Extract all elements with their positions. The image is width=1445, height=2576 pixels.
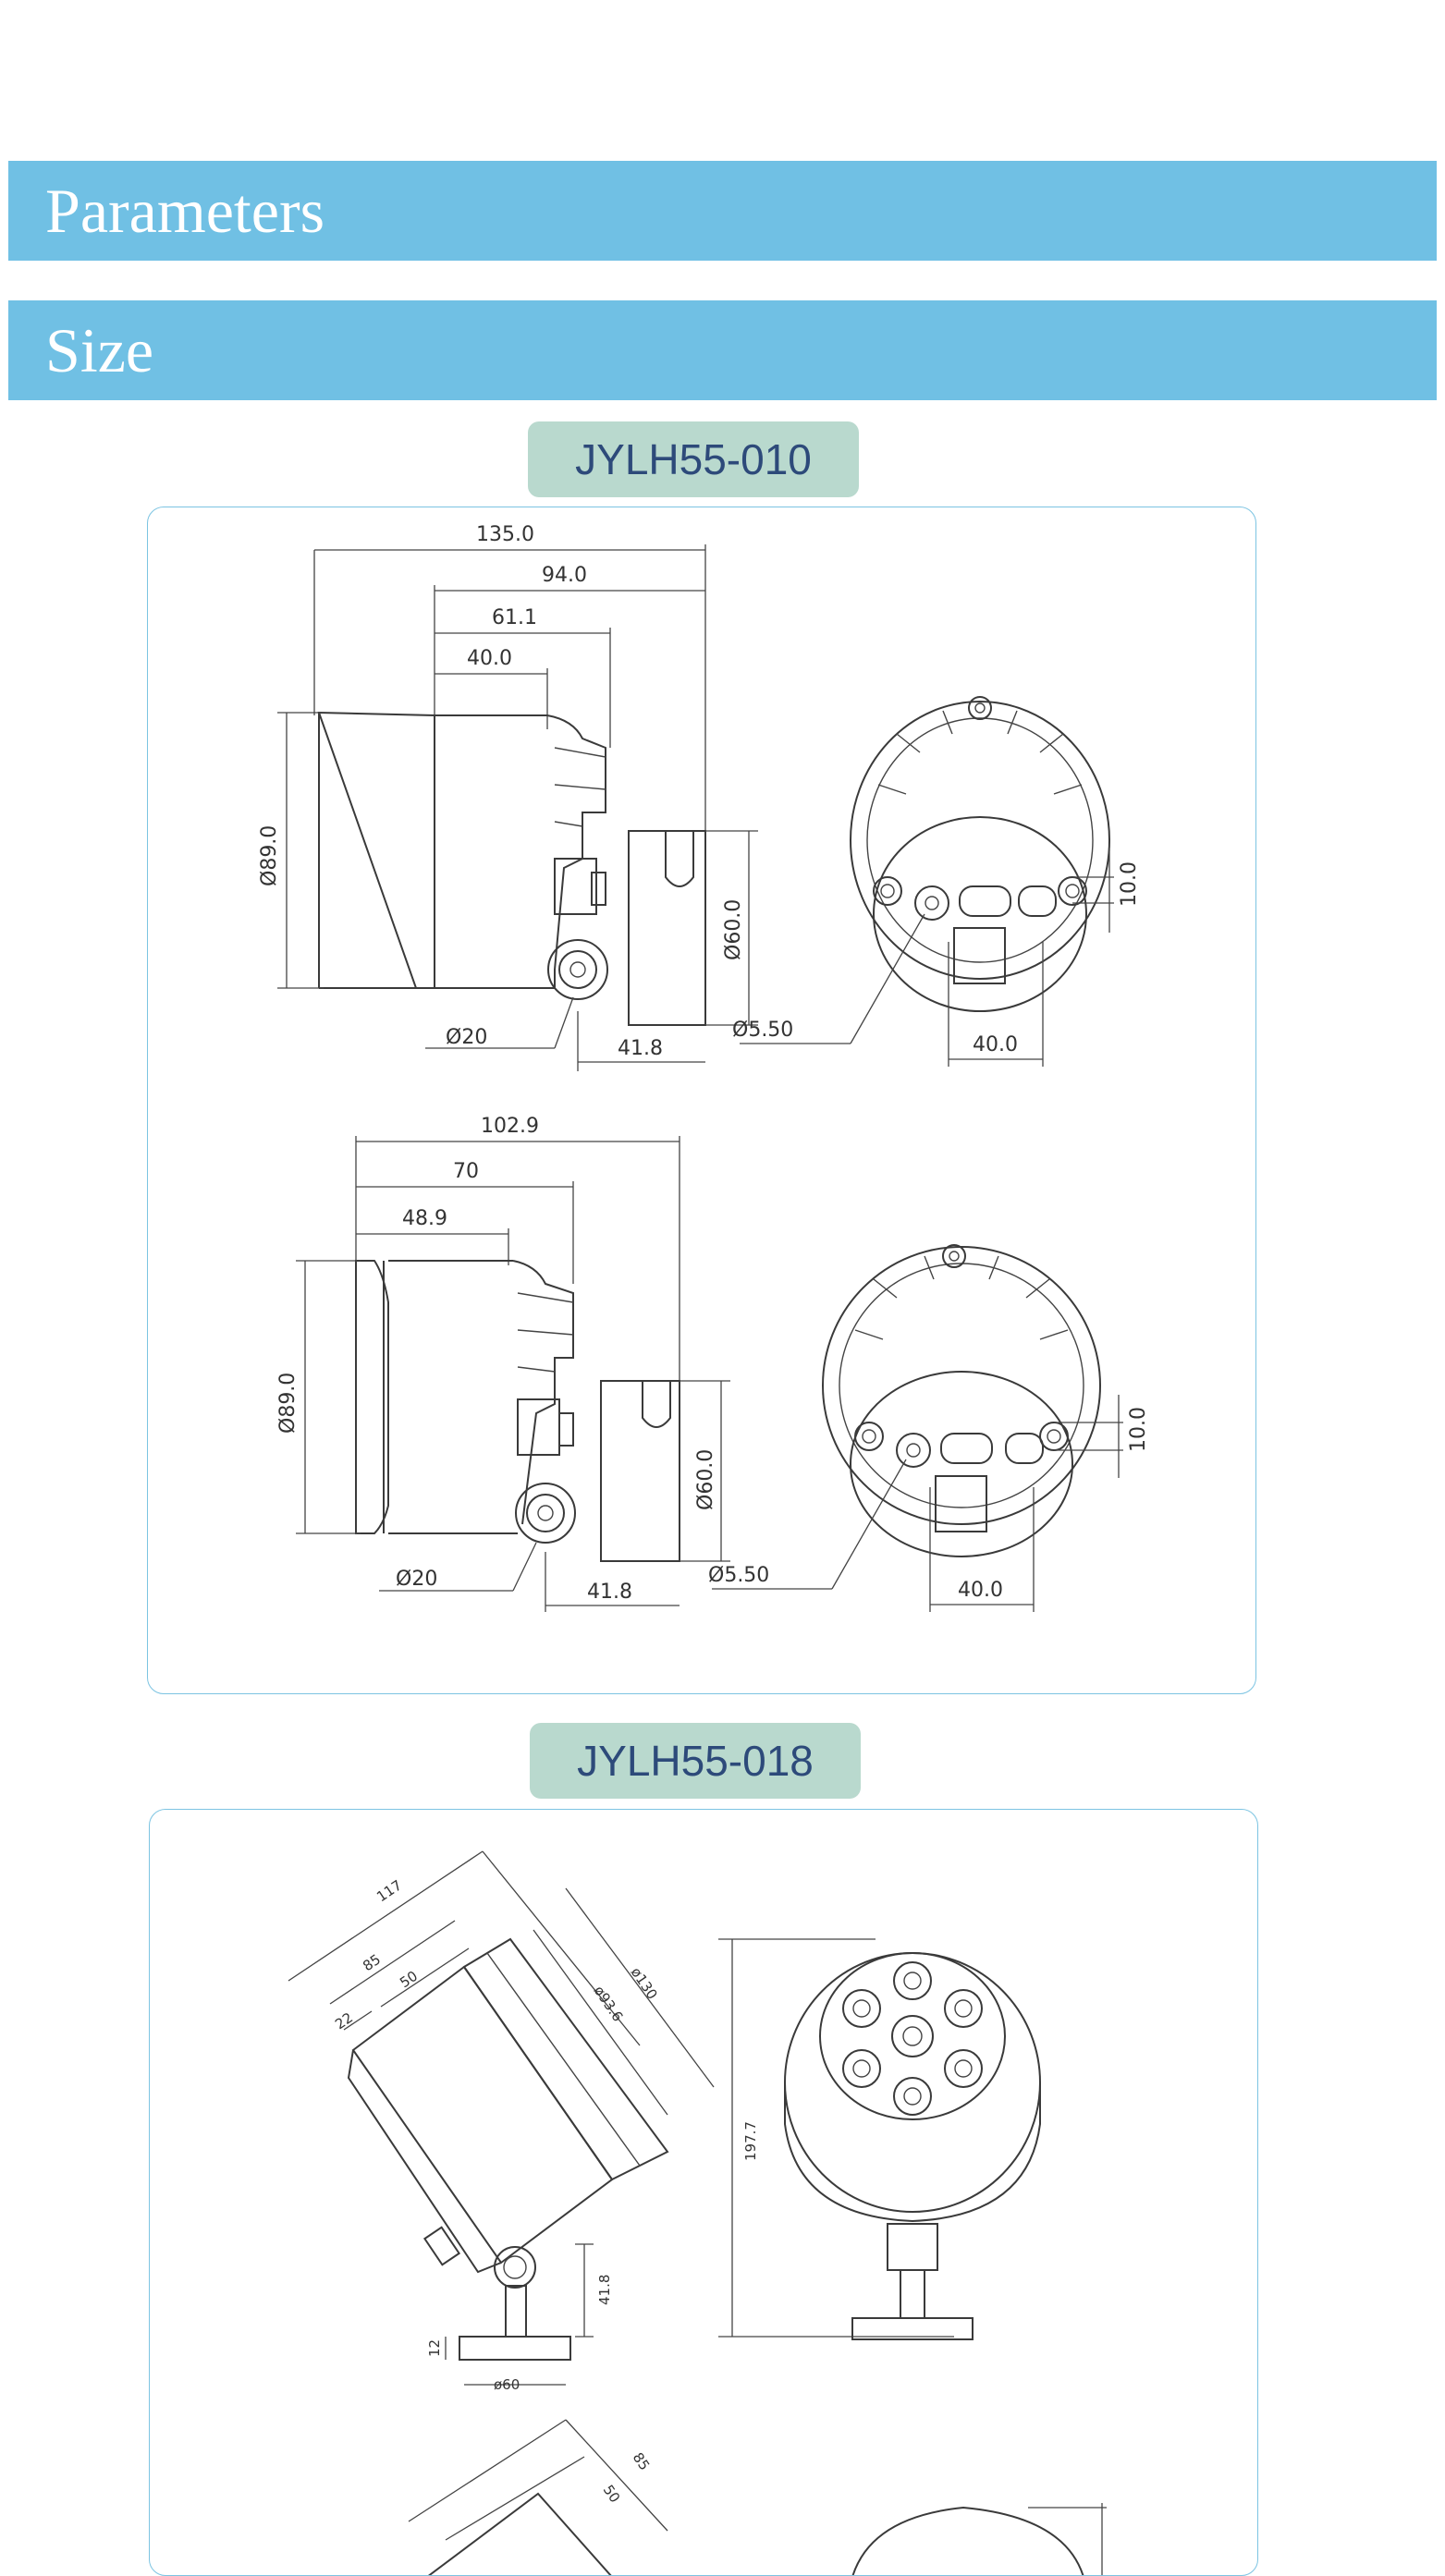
technical-drawing-jylh55-018: 117 85 50 22 ø130 ø93.6 41.8 12	[288, 1850, 1107, 2575]
dim-85-b: 85	[630, 2449, 654, 2473]
dim-117: 117	[373, 1876, 405, 1905]
dim-d130: ø130	[628, 1964, 661, 2002]
dim-61-1: 61.1	[492, 606, 537, 629]
dim-94: 94.0	[542, 564, 587, 587]
dim-d60: ø60	[494, 2376, 520, 2393]
dim-hole-5-5: Ø5.50	[732, 1019, 793, 1042]
rear-view-1: 40.0 10.0 Ø5.50	[732, 696, 1141, 1067]
model-tag-jylh55-018: JYLH55-018	[530, 1723, 861, 1799]
dim-197-7: 197.7	[742, 2121, 759, 2161]
dim-12: 12	[426, 2339, 443, 2357]
side-view-1: 135.0 94.0 61.1 40.0 Ø89.0	[258, 523, 758, 1071]
model-tag-jylh55-010: JYLH55-010	[528, 421, 859, 497]
parameters-heading: Parameters	[8, 161, 1437, 261]
dim-d93-6: ø93.6	[591, 1983, 627, 2024]
dim-rear-width-40-b: 40.0	[958, 1579, 1003, 1602]
dim-22: 22	[332, 2009, 356, 2033]
drawing-frame-jylh55-018: 117 85 50 22 ø130 ø93.6 41.8 12	[149, 1809, 1258, 2576]
tilted-side-view-2: 85 50	[408, 2419, 1107, 2575]
dim-40: 40.0	[467, 647, 512, 670]
dim-rear-height-10-b: 10.0	[1127, 1407, 1150, 1452]
dim-48-9: 48.9	[402, 1207, 447, 1230]
front-view-leds: 197.7	[718, 1938, 1041, 2340]
dim-offset-41-8-b: 41.8	[587, 1581, 632, 1604]
dim-mount-60-b: Ø60.0	[694, 1449, 717, 1510]
dim-50-b: 50	[600, 2482, 624, 2506]
rear-view-2: 40.0 10.0 Ø5.50	[708, 1244, 1150, 1612]
dim-135: 135.0	[476, 523, 534, 546]
dim-102-9: 102.9	[481, 1115, 539, 1138]
dim-rear-width-40: 40.0	[973, 1033, 1018, 1056]
size-heading: Size	[8, 300, 1437, 400]
dim-hole-5-5-b: Ø5.50	[708, 1564, 769, 1587]
dim-rear-height-10: 10.0	[1118, 861, 1141, 907]
dim-knob-20-b: Ø20	[396, 1568, 437, 1591]
dim-mount-60: Ø60.0	[722, 899, 745, 960]
drawing-frame-jylh55-010: 135.0 94.0 61.1 40.0 Ø89.0	[147, 507, 1256, 1694]
side-view-2: 102.9 70 48.9 Ø89.0 Ø60.0	[276, 1115, 730, 1612]
technical-drawing-jylh55-010: 135.0 94.0 61.1 40.0 Ø89.0	[258, 523, 1150, 1612]
dim-70: 70	[453, 1160, 479, 1183]
tilted-side-view: 117 85 50 22 ø130 ø93.6 41.8 12	[288, 1850, 715, 2393]
dim-50: 50	[397, 1968, 421, 1992]
dim-offset-41-8: 41.8	[618, 1037, 663, 1060]
dim-height-89: Ø89.0	[258, 825, 281, 886]
dim-41-8: 41.8	[596, 2275, 613, 2305]
dim-height-89-b: Ø89.0	[276, 1373, 300, 1434]
dim-knob-20: Ø20	[446, 1026, 487, 1049]
